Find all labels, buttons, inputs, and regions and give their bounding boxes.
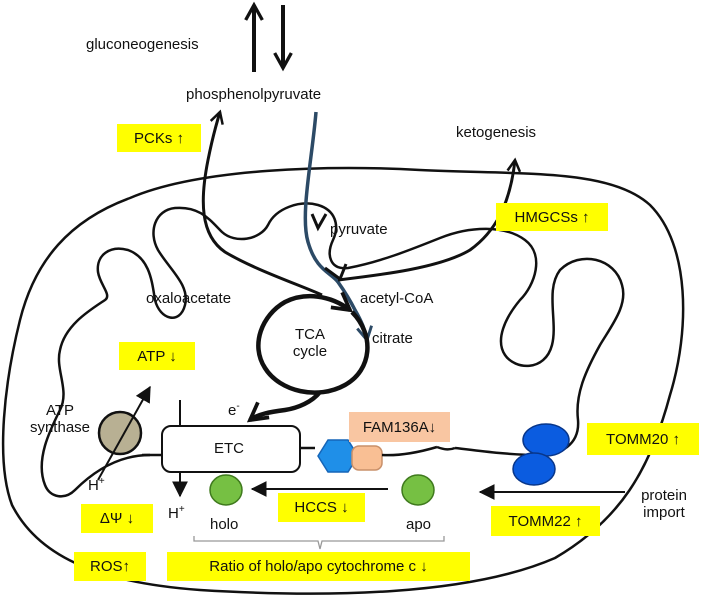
delta-psi-highlight: ΔΨ ↓	[81, 504, 153, 533]
label-proton-out: H+	[88, 476, 105, 495]
outer-membrane	[1, 166, 685, 595]
fam136a-shape	[351, 445, 383, 471]
label-acetyl-coa: acetyl-CoA	[360, 290, 434, 307]
label-etc: ETC	[214, 440, 244, 457]
label-pyruvate: pyruvate	[330, 221, 388, 238]
label-proton-out-sup: +	[98, 476, 105, 487]
pcks-highlight: PCKs ↑	[117, 124, 201, 152]
label-protein-import: protein import	[628, 487, 700, 522]
tomm22	[512, 452, 556, 486]
tomm22-highlight: TOMM22 ↑	[491, 506, 600, 536]
label-tca-line2: cycle	[292, 343, 328, 361]
label-electron: e-	[228, 401, 240, 420]
label-proton-out-h: H	[88, 477, 99, 494]
membrane-link-fam136a-start	[381, 445, 438, 457]
label-apo: apo	[406, 516, 432, 533]
label-phosphoenolpyruvate: phosphenolpyruvate	[186, 86, 322, 103]
atp-synthase	[97, 410, 143, 456]
pyruvate-arrowhead	[310, 213, 328, 232]
cytochrome-c-apo	[401, 474, 435, 506]
label-atp-synthase-line1: ATP	[45, 402, 75, 419]
label-proton-in: H+	[168, 504, 185, 523]
label-proton-in-sup: +	[178, 504, 185, 515]
label-protein-import-line2: import	[643, 504, 685, 522]
ratio-highlight: Ratio of holo/apo cytochrome c ↓	[167, 552, 470, 581]
electron-arrow	[250, 390, 322, 420]
label-ketogenesis: ketogenesis	[456, 124, 537, 141]
label-atp-synthase: ATP synthase	[25, 402, 95, 437]
label-electron-e: e	[228, 402, 237, 419]
label-electron-sup: -	[236, 401, 240, 412]
label-citrate: citrate	[372, 330, 413, 347]
label-atp-synthase-line2: synthase	[29, 419, 91, 437]
ros-highlight: ROS↑	[74, 552, 146, 581]
inner-membrane	[40, 202, 625, 498]
tca-cycle-circle	[256, 296, 370, 395]
fam136a-highlight: FAM136A↓	[349, 412, 450, 442]
label-tca-line1: TCA	[295, 326, 325, 343]
tomm20	[522, 423, 570, 457]
label-tca-cycle: TCA cycle	[282, 326, 338, 361]
hmgcss-highlight: HMGCSs ↑	[496, 203, 608, 231]
label-protein-import-line1: protein	[641, 487, 687, 504]
label-holo: holo	[210, 516, 239, 533]
hccs-highlight: HCCS ↓	[278, 493, 365, 522]
holo-apo-brace	[193, 536, 445, 550]
membrane-link-fam136a	[436, 445, 456, 451]
tomm20-highlight: TOMM20 ↑	[587, 423, 699, 455]
ketogenesis-arrow	[337, 160, 515, 282]
cytochrome-c-holo	[209, 474, 243, 506]
label-proton-in-h: H	[168, 505, 179, 522]
oxaloacetate-to-pep-arrow	[201, 112, 323, 297]
label-gluconeogenesis: gluconeogenesis	[86, 36, 199, 53]
label-oxaloacetate: oxaloacetate	[146, 290, 232, 307]
atp-highlight: ATP ↓	[119, 342, 195, 370]
atp-synthase-flux-arrow	[97, 385, 151, 481]
